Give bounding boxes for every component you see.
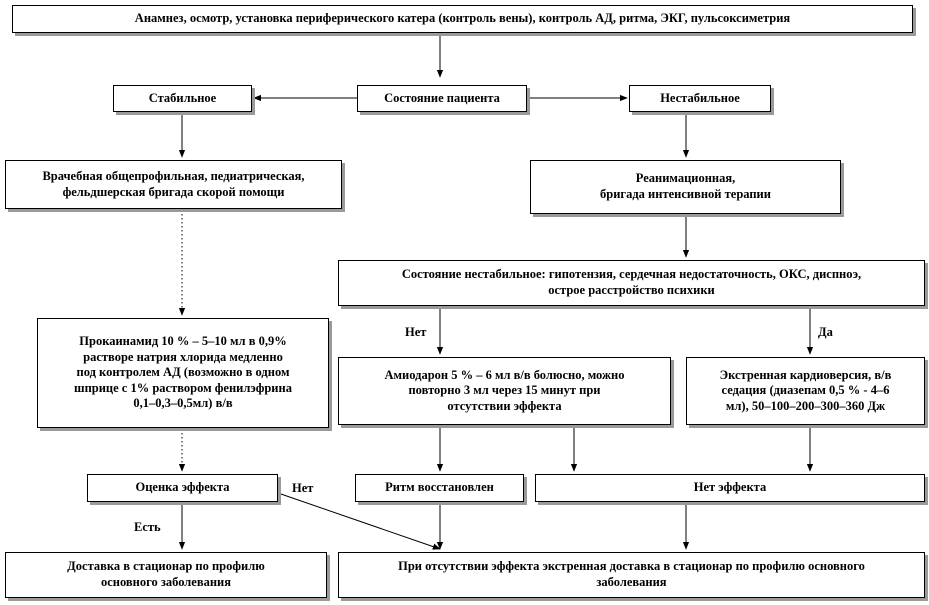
delivery-right-box: При отсутствии эффекта экстренная достав… [338, 552, 925, 598]
patient-state-text: Состояние пациента [384, 90, 500, 105]
edge-label-yes-cardioversion: Да [818, 325, 833, 339]
delivery-left-text: Доставка в стационар по профилю основног… [67, 559, 265, 589]
unstable-box: Нестабильное [629, 85, 771, 112]
rhythm-restored-text: Ритм восстановлен [385, 480, 494, 495]
amiodarone-box: Амиодарон 5 % – 6 мл в/в болюсно, можно … [338, 357, 671, 425]
effect-assessment-box: Оценка эффекта [87, 474, 278, 502]
cardioversion-box: Экстренная кардиоверсия, в/в седация (ди… [686, 357, 925, 425]
no-effect-box: Нет эффекта [535, 474, 925, 502]
edge-label-no-assessment: Нет [292, 481, 314, 495]
icu-team-box: Реанимационная, бригада интенсивной тера… [530, 160, 841, 214]
initial-exam-text: Анамнез, осмотр, установка периферическо… [134, 11, 791, 26]
rhythm-restored-box: Ритм восстановлен [355, 474, 524, 502]
unstable-condition-text: Состояние нестабильное: гипотензия, серд… [401, 267, 862, 297]
general-team-text: Врачебная общепрофильная, педиатрическая… [42, 168, 305, 199]
general-team-box: Врачебная общепрофильная, педиатрическая… [5, 160, 342, 209]
no-effect-text: Нет эффекта [693, 480, 767, 495]
patient-state-box: Состояние пациента [357, 85, 527, 112]
unstable-text: Нестабильное [660, 90, 740, 105]
initial-exam-box: Анамнез, осмотр, установка периферическо… [12, 5, 913, 33]
stable-text: Стабильное [148, 90, 217, 105]
unstable-condition-box: Состояние нестабильное: гипотензия, серд… [338, 260, 925, 306]
edge-label-no-amiodarone: Нет [405, 325, 427, 339]
procainamide-text: Прокаинамид 10 % – 5–10 мл в 0,9% раство… [74, 333, 292, 411]
cardioversion-text: Экстренная кардиоверсия, в/в седация (ди… [719, 367, 892, 413]
delivery-right-text: При отсутствии эффекта экстренная достав… [398, 559, 865, 589]
procainamide-box: Прокаинамид 10 % – 5–10 мл в 0,9% раство… [37, 318, 329, 428]
effect-assessment-text: Оценка эффекта [135, 480, 230, 495]
edge-label-yes-assessment: Есть [134, 520, 161, 534]
delivery-left-box: Доставка в стационар по профилю основног… [5, 552, 327, 598]
arrow-assessment-to-delivery-right [277, 492, 441, 550]
amiodarone-text: Амиодарон 5 % – 6 мл в/в болюсно, можно … [384, 367, 625, 413]
stable-box: Стабильное [113, 85, 252, 112]
icu-team-text: Реанимационная, бригада интенсивной тера… [600, 171, 771, 201]
